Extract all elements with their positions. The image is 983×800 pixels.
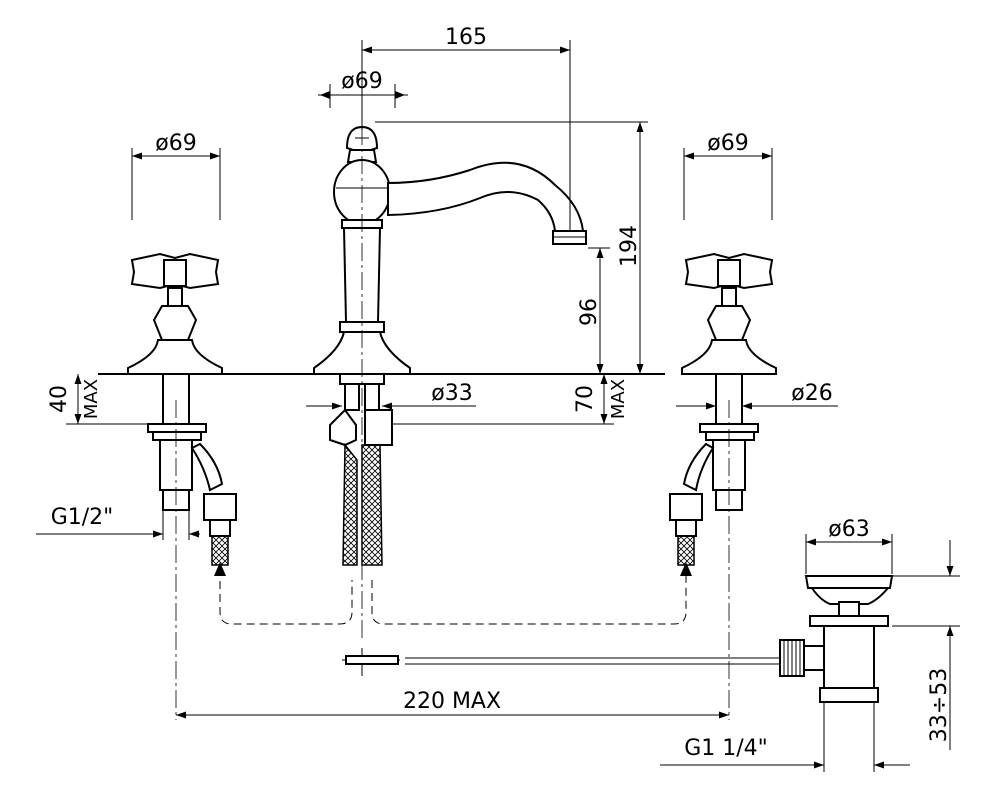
dim-33-53: 33÷53 [892, 540, 960, 750]
right-valve-body [669, 373, 759, 720]
dim-left-handle-label: ø69 [155, 131, 196, 156]
center-hose [329, 40, 393, 640]
dim-waste-thread-label: G1 1/4" [684, 736, 768, 761]
dim-40-label: 40 [47, 385, 72, 413]
left-valve-body [147, 373, 237, 720]
dim-inlet-thread-label: G1/2" [51, 505, 114, 530]
dim-26-label: ø26 [791, 381, 832, 406]
dim-right-handle-diameter: ø69 [683, 131, 773, 220]
dim-165: 165 [361, 25, 571, 230]
dim-96-label: 96 [577, 298, 602, 326]
dim-33-53-label: 33÷53 [927, 668, 952, 742]
right-cross-handle [681, 252, 777, 375]
hose-connections [214, 562, 692, 625]
dim-spout-diameter-label: ø69 [341, 69, 382, 94]
dim-waste-thread: G1 1/4" [660, 702, 910, 772]
dim-spout-diameter: ø69 [318, 69, 408, 108]
dim-220-max: 220 MAX [176, 689, 729, 719]
dim-33-label: ø33 [431, 381, 472, 406]
dim-left-handle-diameter: ø69 [131, 131, 221, 220]
popup-rod [342, 648, 780, 676]
dim-33-diameter: ø33 [306, 381, 476, 410]
dim-194: 194 [375, 121, 648, 374]
dim-40-max: 40 MAX [47, 374, 150, 425]
left-cross-handle [127, 252, 223, 375]
center-spout [313, 125, 587, 375]
dim-194-label: 194 [617, 225, 642, 267]
dim-70-label: 70 [573, 385, 598, 413]
dim-70-max: 70 MAX [392, 374, 629, 425]
dim-70-max-label: MAX [608, 379, 629, 419]
dim-inlet-thread: G1/2" [36, 505, 200, 540]
dim-220-label: 220 MAX [403, 689, 501, 714]
dim-63-diameter: ø63 [805, 517, 893, 574]
dim-40-max-label: MAX [81, 379, 102, 419]
popup-waste [779, 575, 894, 703]
dim-96: 96 [577, 247, 610, 374]
dim-26-diameter: ø26 [676, 381, 838, 410]
dim-right-handle-label: ø69 [707, 131, 748, 156]
dim-63-label: ø63 [828, 517, 869, 542]
dim-165-label: 165 [445, 25, 487, 50]
